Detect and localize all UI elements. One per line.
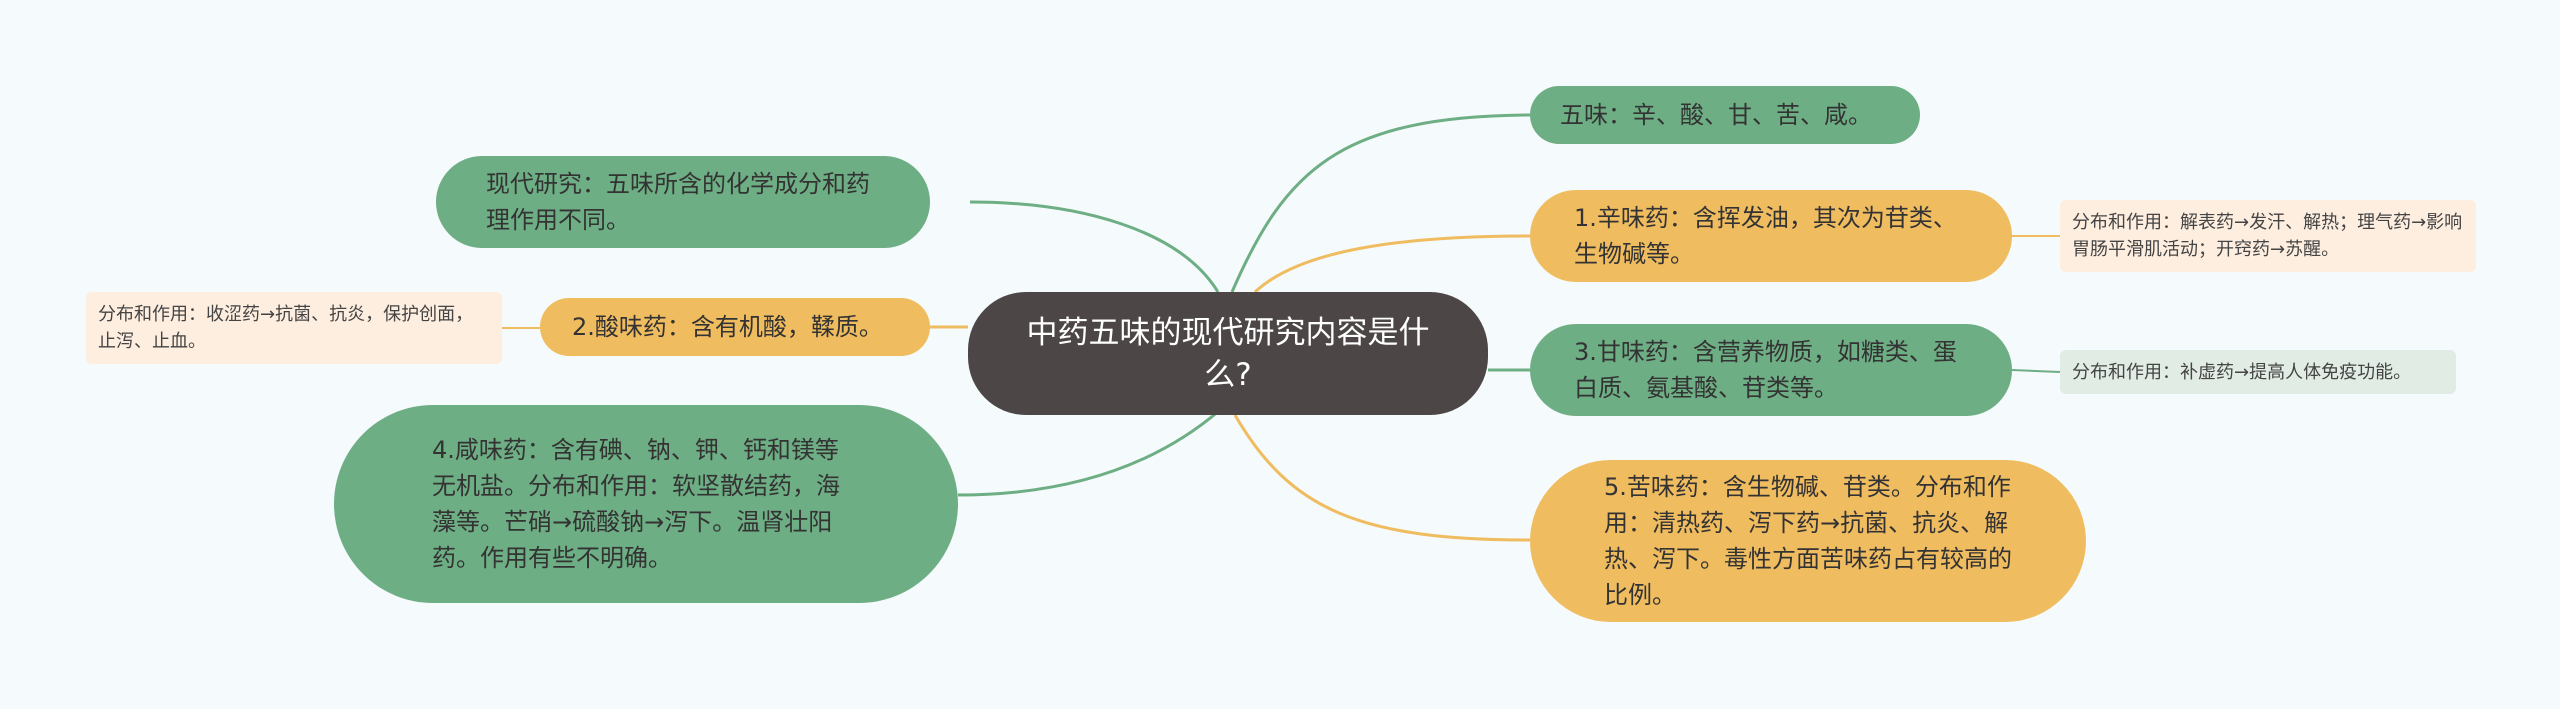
link-five-flavors: [1230, 113, 1531, 293]
note-sour-text: 分布和作用：收涩药→抗菌、抗炎，保护创面，止泻、止血。: [98, 304, 474, 352]
link-salty: [957, 408, 1221, 497]
node-sour[interactable]: 2.酸味药：含有机酸，鞣质。: [540, 298, 930, 356]
node-pungent-text: 1.辛味药：含挥发油，其次为苷类、生物碱等。: [1574, 204, 1957, 268]
node-modern-research-text: 现代研究：五味所含的化学成分和药理作用不同。: [486, 170, 870, 234]
note-sour[interactable]: 分布和作用：收涩药→抗菌、抗炎，保护创面，止泻、止血。: [86, 292, 502, 364]
note-sweet-text: 分布和作用：补虚药→提高人体免疫功能。: [2072, 361, 2412, 383]
node-modern-research[interactable]: 现代研究：五味所含的化学成分和药理作用不同。: [436, 156, 930, 248]
node-five-flavors-text: 五味：辛、酸、甘、苦、咸。: [1560, 101, 1872, 129]
node-sour-text: 2.酸味药：含有机酸，鞣质。: [572, 313, 883, 341]
note-sweet[interactable]: 分布和作用：补虚药→提高人体免疫功能。: [2060, 350, 2456, 394]
link-pungent: [1253, 234, 1531, 294]
node-pungent[interactable]: 1.辛味药：含挥发油，其次为苷类、生物碱等。: [1530, 190, 2012, 282]
node-bitter-text: 5.苦味药：含生物碱、苷类。分布和作用：清热药、泻下药→抗菌、抗炎、解热、泻下。…: [1604, 473, 2012, 609]
link-bitter: [1233, 414, 1531, 542]
node-sweet-text: 3.甘味药：含营养物质，如糖类、蛋白质、氨基酸、苷类等。: [1574, 338, 1957, 402]
center-topic[interactable]: 中药五味的现代研究内容是什么?: [968, 292, 1488, 415]
node-bitter[interactable]: 5.苦味药：含生物碱、苷类。分布和作用：清热药、泻下药→抗菌、抗炎、解热、泻下。…: [1530, 460, 2086, 622]
link-modern: [969, 200, 1220, 293]
note-pungent-text: 分布和作用：解表药→发汗、解热；理气药→影响胃肠平滑肌活动；开窍药→苏醒。: [2072, 212, 2463, 260]
node-sweet[interactable]: 3.甘味药：含营养物质，如糖类、蛋白质、氨基酸、苷类等。: [1530, 324, 2012, 416]
node-five-flavors[interactable]: 五味：辛、酸、甘、苦、咸。: [1530, 86, 1920, 144]
center-topic-text: 中药五味的现代研究内容是什么?: [1026, 314, 1430, 393]
link-sweet-note: [2011, 369, 2061, 373]
node-salty[interactable]: 4.咸味药：含有碘、钠、钾、钙和镁等无机盐。分布和作用：软坚散结药，海藻等。芒硝…: [334, 405, 958, 603]
node-salty-text: 4.咸味药：含有碘、钠、钾、钙和镁等无机盐。分布和作用：软坚散结药，海藻等。芒硝…: [432, 436, 840, 572]
note-pungent[interactable]: 分布和作用：解表药→发汗、解热；理气药→影响胃肠平滑肌活动；开窍药→苏醒。: [2060, 200, 2476, 272]
